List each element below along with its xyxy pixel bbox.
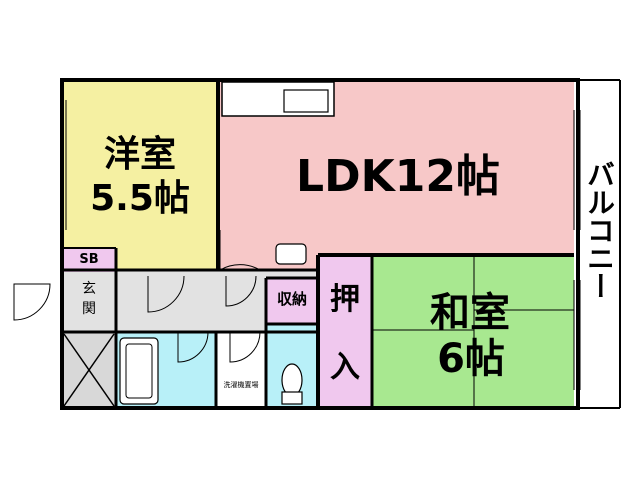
japanese-room [372,255,574,408]
western-room-label-1: 洋室 [103,134,176,175]
washer-space [216,332,266,408]
shoe-box-label: SB [79,252,99,267]
toilet-bowl [281,363,303,397]
balcony-label: バルコニー [583,160,616,300]
balcony [578,80,620,408]
kitchen-sink [283,89,329,113]
entrance-label-2: 関 [82,301,96,317]
washbasin [275,243,307,265]
entrance-label-1: 玄 [82,281,96,297]
walls [60,78,621,410]
japanese-room-label-1: 和室 [430,290,510,336]
storage-closet [266,278,318,324]
storage-corner-x2 [63,333,115,407]
western-room-label-2: 5.5帖 [90,178,190,219]
door-swing-ldk [225,275,257,307]
door-swing-washer [229,331,261,363]
washer-space-label: 洗濯機置場 [223,381,259,389]
ldk-label: LDK12帖 [296,151,500,202]
door-swing-entrance [13,283,51,321]
japanese-room-label-2: 6帖 [437,336,505,382]
windows [61,100,581,390]
door-swing-hall [147,275,185,313]
toilet-tank [281,391,303,405]
door-swing-bath [177,331,209,363]
oshiire-label-1: 押 [330,282,360,317]
oshiire-label-2: 入 [330,350,360,385]
entrance-area [62,270,116,332]
storage-label: 収納 [276,290,307,308]
oshiire-closet [318,255,372,408]
bathtub-inner [125,343,153,399]
shoe-box [62,248,116,272]
western-room [62,80,218,270]
